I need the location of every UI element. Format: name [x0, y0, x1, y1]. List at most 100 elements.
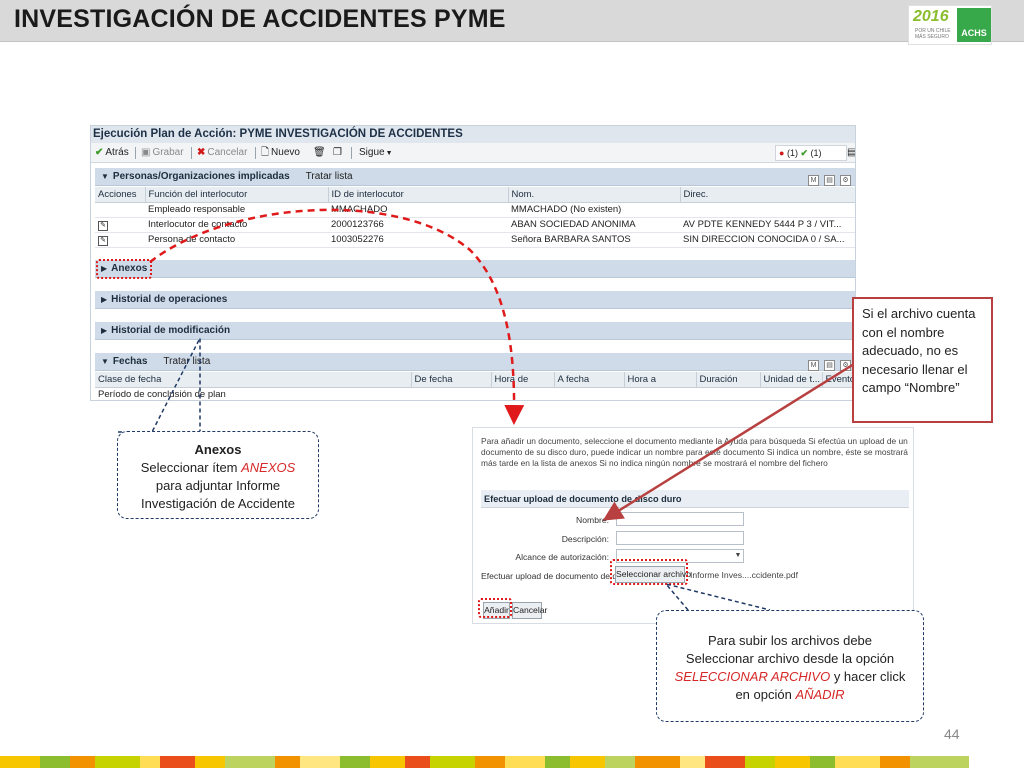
- section-historial-modificacion[interactable]: ▶Historial de modificación: [95, 322, 855, 340]
- section-tools: M ▤ ⚙: [803, 170, 851, 188]
- anexos-arrow: [149, 208, 525, 425]
- error-count: (1): [786, 148, 798, 158]
- column-header[interactable]: De fecha: [411, 372, 492, 388]
- column-header[interactable]: Acciones: [95, 187, 146, 203]
- anexos-callout-line3: Investigación de Accidente: [141, 496, 295, 511]
- column-header[interactable]: Hora de: [491, 372, 555, 388]
- cell-id-link[interactable]: 2000123766: [328, 217, 508, 233]
- chevron-down-icon: ▼: [385, 150, 393, 157]
- column-header[interactable]: Unidad de t...: [760, 372, 823, 388]
- new-button[interactable]: 🗋Nuevo: [261, 146, 300, 160]
- save-button[interactable]: ▣Grabar: [141, 146, 184, 160]
- name-label: Nombre:: [576, 515, 609, 525]
- cell-nombre-link[interactable]: ABAN SOCIEDAD ANONIMA: [508, 217, 680, 233]
- section-anexos[interactable]: ▶Anexos: [95, 260, 855, 278]
- triangle-down-icon: ▼: [101, 172, 109, 181]
- cell-nombre: MMACHADO (No existen): [508, 202, 680, 218]
- delete-button[interactable]: 🗑: [313, 146, 328, 160]
- callout-emphasis: SELECCIONAR ARCHIVO: [674, 669, 831, 684]
- section-fechas-title: Fechas: [112, 356, 148, 367]
- print-icon[interactable]: ▤: [824, 360, 835, 371]
- add-button[interactable]: Añadir: [483, 602, 510, 619]
- archivo-callout-line4: en opción AÑADIR: [657, 686, 923, 704]
- callout-emphasis: ANEXOS: [241, 460, 296, 475]
- column-header[interactable]: Duración: [696, 372, 761, 388]
- cancel-button[interactable]: ✖Cancelar: [197, 146, 247, 160]
- anexos-highlight: [96, 259, 152, 279]
- ok-count: (1): [810, 148, 822, 158]
- authorization-label: Alcance de autorización:: [515, 552, 609, 562]
- cell-funcion: Empleado responsable: [145, 202, 328, 218]
- nombre-arrow: [602, 362, 855, 521]
- column-header[interactable]: ID de interlocutor: [328, 187, 509, 203]
- cell-direccion: [680, 202, 855, 218]
- section-historial-operaciones[interactable]: ▶Historial de operaciones: [95, 291, 855, 309]
- status-messages[interactable]: ● (1) ✔ (1): [775, 145, 847, 161]
- anexos-callout-pointer: [118, 337, 201, 433]
- archivo-callout-line2: Seleccionar archivo desde la opción: [685, 651, 895, 666]
- section-personas[interactable]: ▼Personas/Organizaciones implicadas Trata…: [95, 168, 855, 188]
- cancel-label: Cancelar: [207, 147, 248, 158]
- column-header[interactable]: Clase de fecha: [95, 372, 412, 388]
- page-number: 44: [944, 726, 960, 742]
- brand-logo: 2016 POR UN CHILE MÁS SEGURO ACHS: [908, 5, 992, 45]
- callout-text: Seleccionar ítem: [140, 460, 242, 475]
- cell-empty: [411, 387, 491, 400]
- edit-icon[interactable]: ✎: [98, 235, 108, 246]
- section-personas-title: Personas/Organizaciones implicadas: [112, 171, 290, 182]
- select-file-highlight: [610, 559, 688, 585]
- column-header[interactable]: Direc.: [680, 187, 855, 203]
- dialog-cancel-button[interactable]: Cancelar: [512, 602, 547, 619]
- new-label: Nuevo: [271, 147, 300, 158]
- cell-direccion: AV PDTE KENNEDY 5444 P 3 / VIT...: [680, 217, 855, 233]
- column-header[interactable]: Evento: [822, 372, 855, 388]
- description-input[interactable]: [616, 531, 744, 545]
- next-label: Sigue: [359, 147, 385, 158]
- archivo-callout-line1: Para subir los archivos debe: [707, 633, 873, 648]
- slide-title: INVESTIGACIÓN DE ACCIDENTES PYME: [14, 5, 506, 33]
- fechas-edit-list-link[interactable]: Tratar lista: [163, 356, 211, 367]
- row-actions: ✎: [95, 217, 145, 233]
- next-menu[interactable]: Sigue▼: [359, 146, 395, 160]
- toolbar-separator: [255, 147, 256, 159]
- anexos-callout-line2: para adjuntar Informe: [155, 478, 281, 493]
- cell-empty: [554, 387, 624, 400]
- table-header: Clase de fecha De fecha Hora de A fecha …: [95, 372, 855, 388]
- copy-button[interactable]: ❐: [333, 146, 344, 160]
- column-header[interactable]: A fecha: [554, 372, 625, 388]
- print-icon[interactable]: ▤: [824, 175, 835, 186]
- document-icon[interactable]: ▤: [847, 147, 856, 158]
- cell-empty: [696, 387, 760, 400]
- cell-nombre-link[interactable]: Señora BARBARA SANTOS: [508, 232, 680, 248]
- sap-window: Ejecución Plan de Acción: PYME INVESTIGA…: [90, 125, 856, 401]
- description-label: Descripción:: [561, 534, 609, 544]
- triangle-right-icon: ▶: [101, 326, 108, 335]
- fechas-table: Clase de fecha De fecha Hora de A fecha …: [95, 372, 855, 400]
- footer-color-strip: [0, 756, 1024, 768]
- table-header: Acciones Función del interlocutor ID de …: [95, 187, 855, 203]
- archivo-callout: Para subir los archivos debe Seleccionar…: [656, 610, 924, 722]
- select-file-button[interactable]: Seleccionar archivo: [615, 566, 691, 583]
- cell-empty: [624, 387, 696, 400]
- edit-icon[interactable]: ✎: [98, 220, 108, 231]
- settings-icon[interactable]: ⚙: [840, 175, 851, 186]
- toolbar-separator: [135, 147, 136, 159]
- cell-funcion: Interlocutor de contacto: [145, 217, 328, 233]
- back-button[interactable]: ✔Atrás: [95, 146, 129, 160]
- upload-label: Efectuar upload de documento de dis...: [481, 571, 631, 581]
- column-header[interactable]: Nom.: [508, 187, 681, 203]
- table-row: Período de conclusión de plan: [95, 387, 855, 400]
- logo-achs: ACHS: [957, 8, 991, 42]
- anexos-callout-line1: Seleccionar ítem ANEXOS: [118, 459, 318, 477]
- section-historial-mod-title: Historial de modificación: [111, 325, 231, 336]
- nombre-note: Si el archivo cuenta con el nombre adecu…: [852, 297, 993, 423]
- section-historial-op-title: Historial de operaciones: [111, 294, 228, 305]
- maximize-icon[interactable]: M: [808, 175, 819, 186]
- column-header[interactable]: Hora a: [624, 372, 697, 388]
- save-label: Grabar: [152, 147, 184, 158]
- personas-edit-list-link[interactable]: Tratar lista: [305, 171, 353, 182]
- maximize-icon[interactable]: M: [808, 360, 819, 371]
- upload-instructions: Para añadir un documento, seleccione el …: [481, 436, 908, 468]
- triangle-right-icon: ▶: [101, 264, 108, 273]
- column-header[interactable]: Función del interlocutor: [145, 187, 329, 203]
